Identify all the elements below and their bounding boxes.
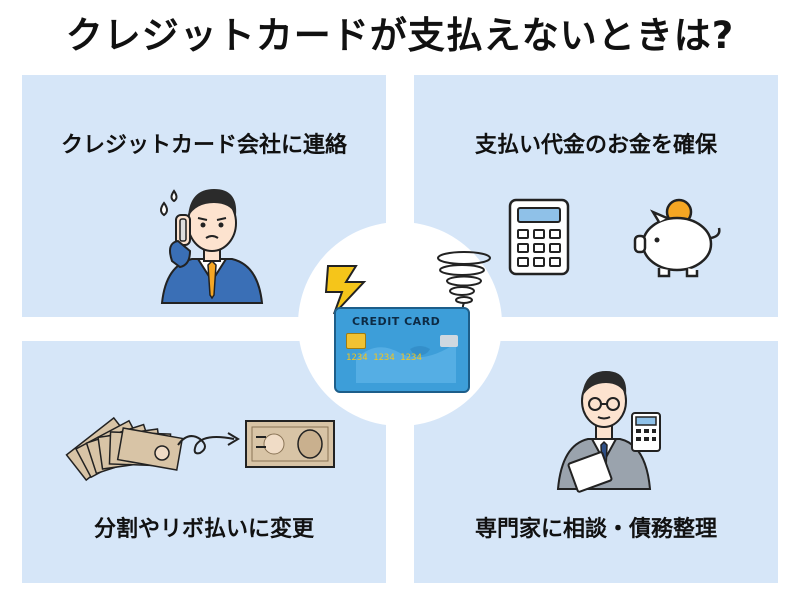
- banknote-fan-icon: [65, 416, 184, 482]
- single-banknote-icon: [245, 420, 335, 468]
- card-brand-text: CREDIT CARD: [352, 315, 441, 328]
- worried-man-on-phone-illustration: [160, 189, 264, 304]
- card-world-map-icon: [356, 343, 456, 383]
- calculator-icon: [508, 198, 570, 276]
- card-chip-icon: [346, 333, 366, 349]
- tornado-icon: [437, 251, 491, 314]
- panel-label: 分割やリボ払いに変更: [93, 517, 314, 542]
- page-title: クレジットカードが支払えないときは?: [65, 14, 735, 57]
- panel-label: 支払い代金のお金を確保: [474, 133, 717, 158]
- credit-card: CREDIT CARD 1234 1234 1234: [334, 307, 470, 393]
- panel-label: クレジットカード会社に連絡: [60, 133, 347, 158]
- card-hologram-icon: [440, 335, 458, 347]
- panel-contact-card-company: クレジットカード会社に連絡: [22, 75, 386, 317]
- curved-arrow-icon: [177, 432, 240, 455]
- piggy-bank-icon: [633, 198, 721, 278]
- panel-label: 専門家に相談・債務整理: [474, 517, 717, 542]
- panel-secure-funds: 支払い代金のお金を確保: [414, 75, 778, 317]
- card-number: 1234 1234 1234: [346, 353, 422, 363]
- expert-with-calculator-illustration: [556, 371, 661, 493]
- lightning-bolt-icon: [324, 265, 367, 315]
